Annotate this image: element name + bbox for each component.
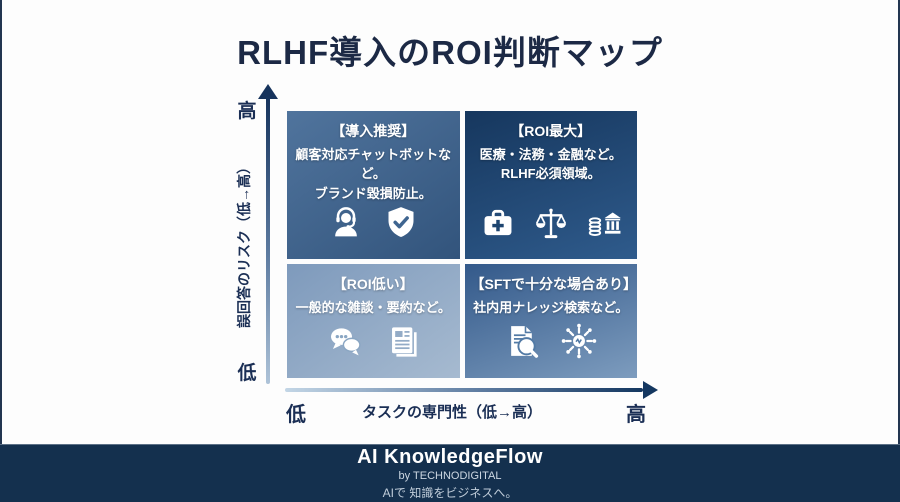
x-axis-title: タスクの専門性（低→高）	[361, 404, 542, 421]
quadrant-icons	[501, 320, 600, 362]
shield-check-icon	[381, 203, 421, 243]
footer-byline: by TECHNODIGITAL	[398, 470, 502, 482]
quadrant-line: RLHF必須領域。	[500, 166, 601, 182]
quadrant-bottom-left: 【ROI低い】 一般的な雑談・要約など。	[287, 264, 460, 378]
x-axis-line	[285, 388, 643, 392]
quadrant-title: 【ROI低い】	[332, 276, 414, 293]
bank-coins-icon	[585, 205, 623, 243]
x-axis-low-label: 低	[286, 404, 306, 426]
y-axis-low-label: 低	[237, 363, 257, 384]
x-axis-high-label: 高	[626, 404, 646, 426]
y-axis-line	[266, 96, 270, 384]
y-axis-title: 誤回答のリスク（低→高）	[236, 160, 252, 328]
document-search-icon	[501, 320, 543, 362]
x-axis-arrowhead-icon	[643, 381, 658, 399]
quadrant-title: 【導入推奨】	[331, 123, 416, 139]
quadrant-bottom-right: 【SFTで十分な場合あり】 社内用ナレッジ検索など。	[464, 264, 637, 378]
scales-icon	[532, 205, 570, 243]
y-axis-arrowhead-icon	[258, 84, 278, 99]
quadrant-icons	[324, 320, 423, 362]
quadrant-line: ブランド毀損防止。	[314, 185, 432, 201]
y-axis-high-label: 高	[237, 101, 257, 122]
quadrant-top-left: 【導入推奨】 顧客対応チャットボットなど。 ブランド毀損防止。	[287, 111, 460, 260]
document-icon	[381, 320, 423, 362]
quadrant-icons	[326, 203, 421, 243]
quadrant-top-right: 【ROI最大】 医療・法務・金融など。 RLHF必須領域。	[464, 111, 637, 260]
support-agent-icon	[326, 203, 366, 243]
quadrant-line: 顧客対応チャットボットなど。	[295, 146, 452, 182]
quadrant-grid: 【導入推奨】 顧客対応チャットボットなど。 ブランド毀損防止。	[287, 111, 637, 378]
left-edge-strip	[0, 0, 2, 502]
medical-kit-icon	[479, 205, 517, 243]
footer: AI KnowledgeFlow by TECHNODIGITAL AIで 知識…	[0, 444, 900, 502]
quadrant-title: 【ROI最大】	[510, 123, 592, 139]
quadrant-line: 医療・法務・金融など。	[479, 146, 622, 162]
quadrant-line: 社内用ナレッジ検索など。	[473, 300, 629, 316]
chat-bubbles-icon	[324, 320, 366, 362]
footer-tagline: AIで 知識をビジネスへ。	[382, 486, 518, 500]
right-edge-strip	[898, 0, 900, 502]
page-title: RLHF導入のROI判断マップ	[237, 34, 663, 71]
quadrant-line: 一般的な雑談・要約など。	[295, 300, 451, 316]
network-hub-icon	[558, 320, 600, 362]
quadrant-icons	[479, 205, 623, 243]
footer-brand: AI KnowledgeFlow	[357, 446, 543, 468]
quadrant-title: 【SFTで十分な場合あり】	[470, 276, 637, 293]
